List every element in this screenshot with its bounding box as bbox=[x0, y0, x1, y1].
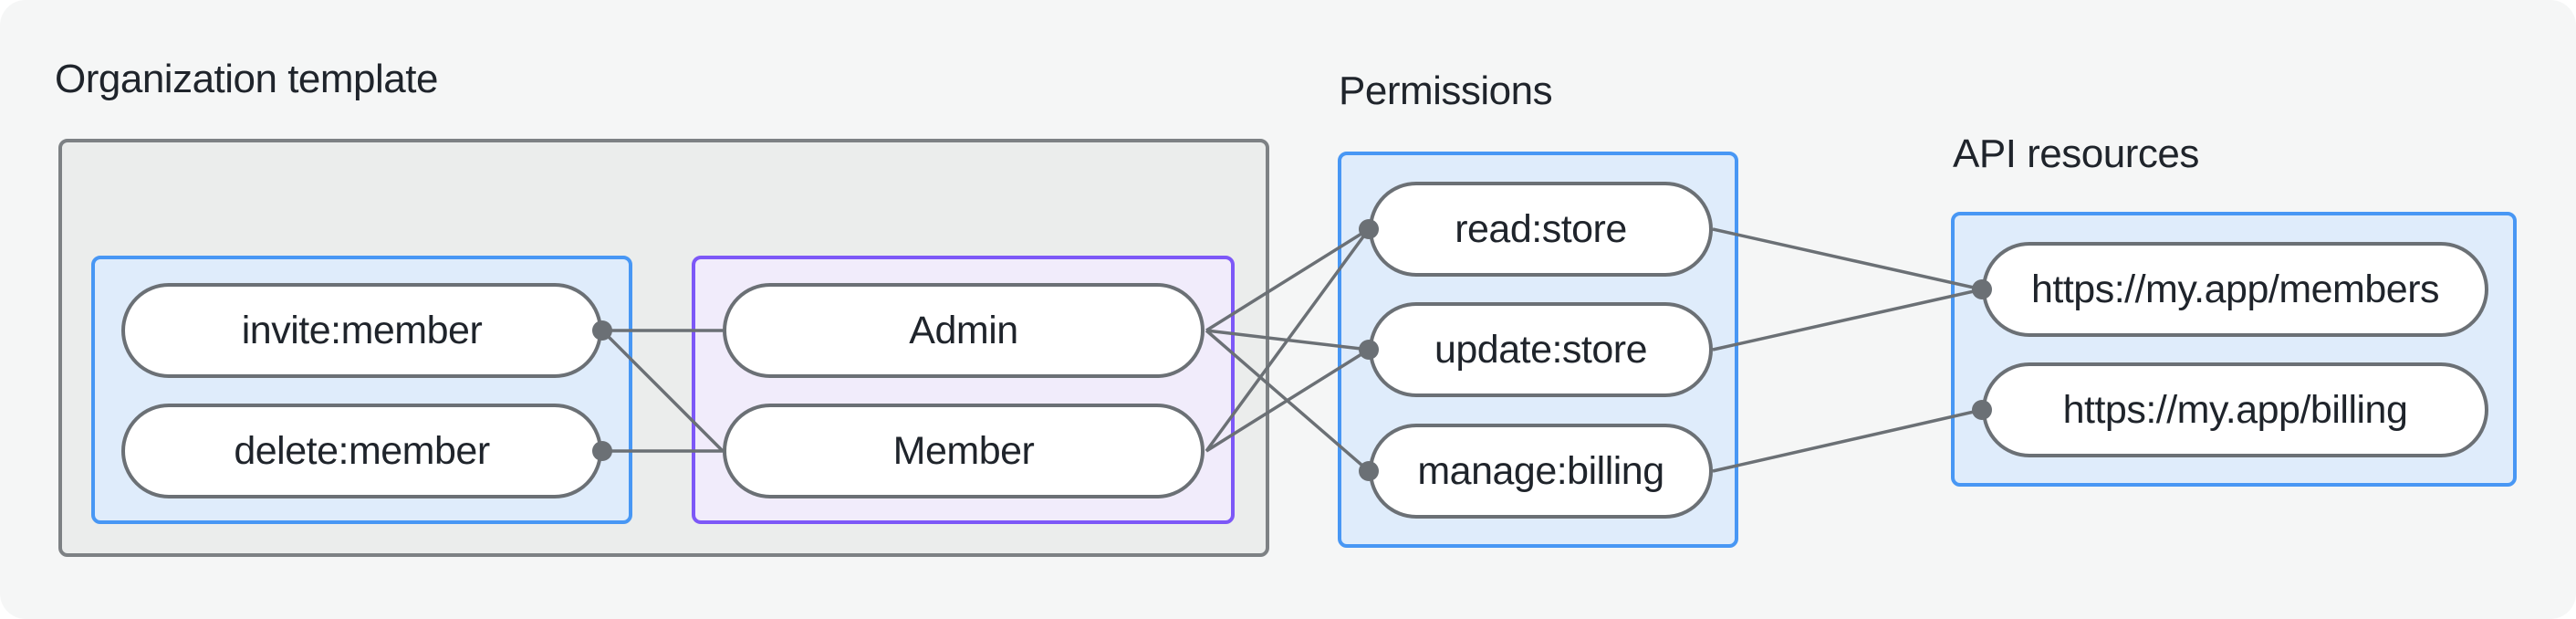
label-permissions: Permissions bbox=[1339, 68, 1553, 113]
pill-update-store: update:store bbox=[1369, 302, 1713, 397]
pill-delete-member: delete:member bbox=[121, 404, 602, 498]
connector-line-update-store-to-members-url bbox=[1712, 288, 1983, 351]
pill-admin: Admin bbox=[723, 283, 1205, 378]
pill-invite-member: invite:member bbox=[121, 283, 602, 378]
connector-line-read-store-to-members-url bbox=[1712, 227, 1983, 291]
pill-read-store: read:store bbox=[1369, 182, 1713, 277]
pill-member: Member bbox=[723, 404, 1205, 498]
connector-line-manage-billing-to-billing-url bbox=[1712, 408, 1983, 473]
label-api-resources: API resources bbox=[1953, 131, 2199, 176]
pill-manage-billing: manage:billing bbox=[1369, 424, 1713, 519]
label-organization-template: Organization template bbox=[55, 57, 438, 101]
pill-billing-url: https://my.app/billing bbox=[1982, 362, 2488, 457]
pill-members-url: https://my.app/members bbox=[1982, 242, 2488, 337]
